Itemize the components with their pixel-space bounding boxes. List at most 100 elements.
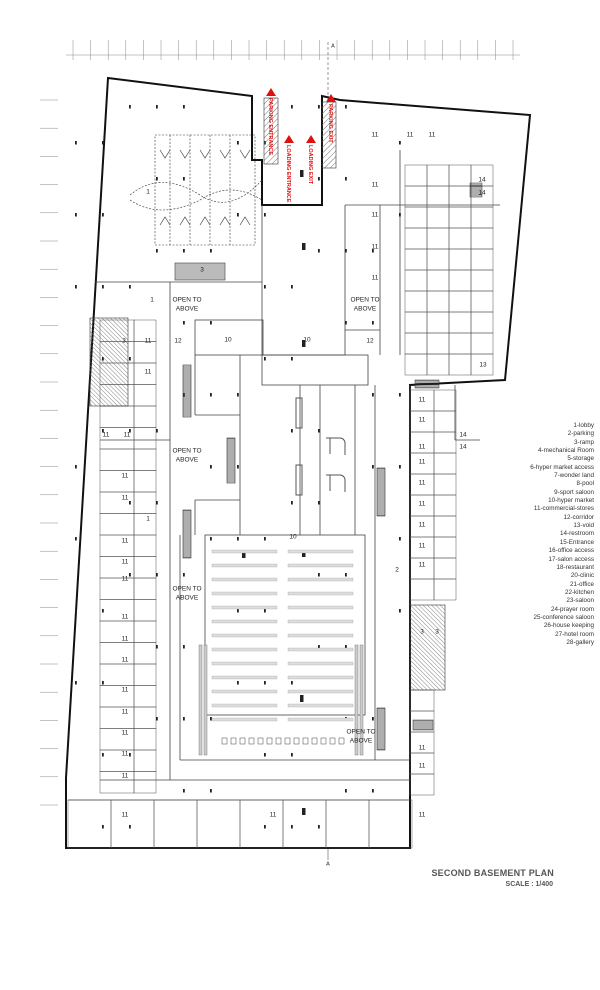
column [75,609,77,613]
store-bay [448,332,472,355]
store-bay [470,269,494,292]
column [302,340,306,347]
room-label-commercial_stores: 11 [122,812,129,819]
column [399,393,401,397]
parking-arrows [159,149,251,226]
room-label-commercial_stores: 11 [419,745,426,752]
store-bay [426,248,450,271]
column [237,681,239,685]
store-bay [470,290,494,313]
store-bay [133,728,157,751]
column [264,537,266,541]
open-to-above-labels: OPEN TO ABOVE OPEN TO ABOVE OPEN TO ABOV… [172,297,379,745]
store-bay [99,771,135,794]
column [183,105,185,109]
store-bay [99,491,135,514]
checkout-lane [257,737,264,745]
section-markers: A A [326,42,335,867]
room-label-commercial_stores: 11 [419,417,426,424]
column [156,105,158,109]
store-bay [433,557,457,580]
store-bay [99,706,135,729]
store-bay [404,311,428,334]
store-bay [426,227,450,250]
room-label-commercial_stores: 11 [145,338,152,345]
column [102,213,104,217]
store-bay [99,642,135,665]
room-label-commercial_stores: 11 [122,538,129,545]
store-bay [133,685,157,708]
store-bay [133,470,157,493]
column [264,825,266,829]
shelf [287,703,354,708]
store-bay [404,185,428,208]
column [291,105,293,109]
column [183,717,185,721]
structural-columns [75,105,401,829]
legend-item: 6-hyper market access [530,463,594,471]
shelf [211,549,278,554]
store-bay [133,577,157,600]
escalator [226,437,236,484]
column [291,285,293,289]
column [210,789,212,793]
column [318,645,320,649]
column [399,465,401,469]
column [372,717,374,721]
column [318,825,320,829]
column [318,105,320,109]
column [237,537,239,541]
room-label-restroom: 14 [459,444,467,451]
room-label-restroom: 14 [478,177,486,184]
room-label-commercial_stores: 11 [407,132,414,139]
store-bay [448,227,472,250]
shelf [287,619,354,624]
checkout-lane [293,737,300,745]
column [345,177,347,181]
room-label-commercial_stores: 11 [419,397,426,404]
store-bay [404,164,428,187]
store-bay [133,384,157,407]
store-bay [409,773,435,796]
store-bay [470,353,494,376]
column [129,357,131,361]
column [291,825,293,829]
column [237,213,239,217]
legend-item: 25-conference saloon [533,613,594,621]
ramp-east [409,604,446,691]
stair [414,379,440,389]
open-to-above-label: ABOVE [350,738,373,745]
stair [412,719,434,731]
checkout-lane [239,737,246,745]
shelf [287,605,354,610]
column [102,681,104,685]
column [264,213,266,217]
column [102,429,104,433]
store-bay [99,556,135,579]
legend-item: 12-corridor [563,513,594,521]
legend-item: 3-ramp [574,438,594,446]
room-label-commercial_stores: 11 [122,687,129,694]
store-bay [99,685,135,708]
column [237,141,239,145]
legend-item: 21-office [569,580,594,588]
room-label-commercial_stores: 11 [122,614,129,621]
column [345,105,347,109]
room-label-commercial_stores: 11 [122,657,129,664]
store-bay [448,164,472,187]
shelf [211,689,278,694]
access-labels: PARKING ENTRANCE PARKING EXIT LOADING EN… [266,88,336,203]
plan-scale: SCALE : 1/400 [505,881,553,888]
legend-item: 14-restroom [560,530,594,538]
store-bay [133,771,157,794]
shelf [211,605,278,610]
shelf [211,633,278,638]
column [291,429,293,433]
column [318,573,320,577]
checkout-lane [221,737,228,745]
store-bay [133,405,157,428]
room-label-hyper_market: 10 [289,534,297,541]
room-label-lobby: 1 [146,516,150,523]
